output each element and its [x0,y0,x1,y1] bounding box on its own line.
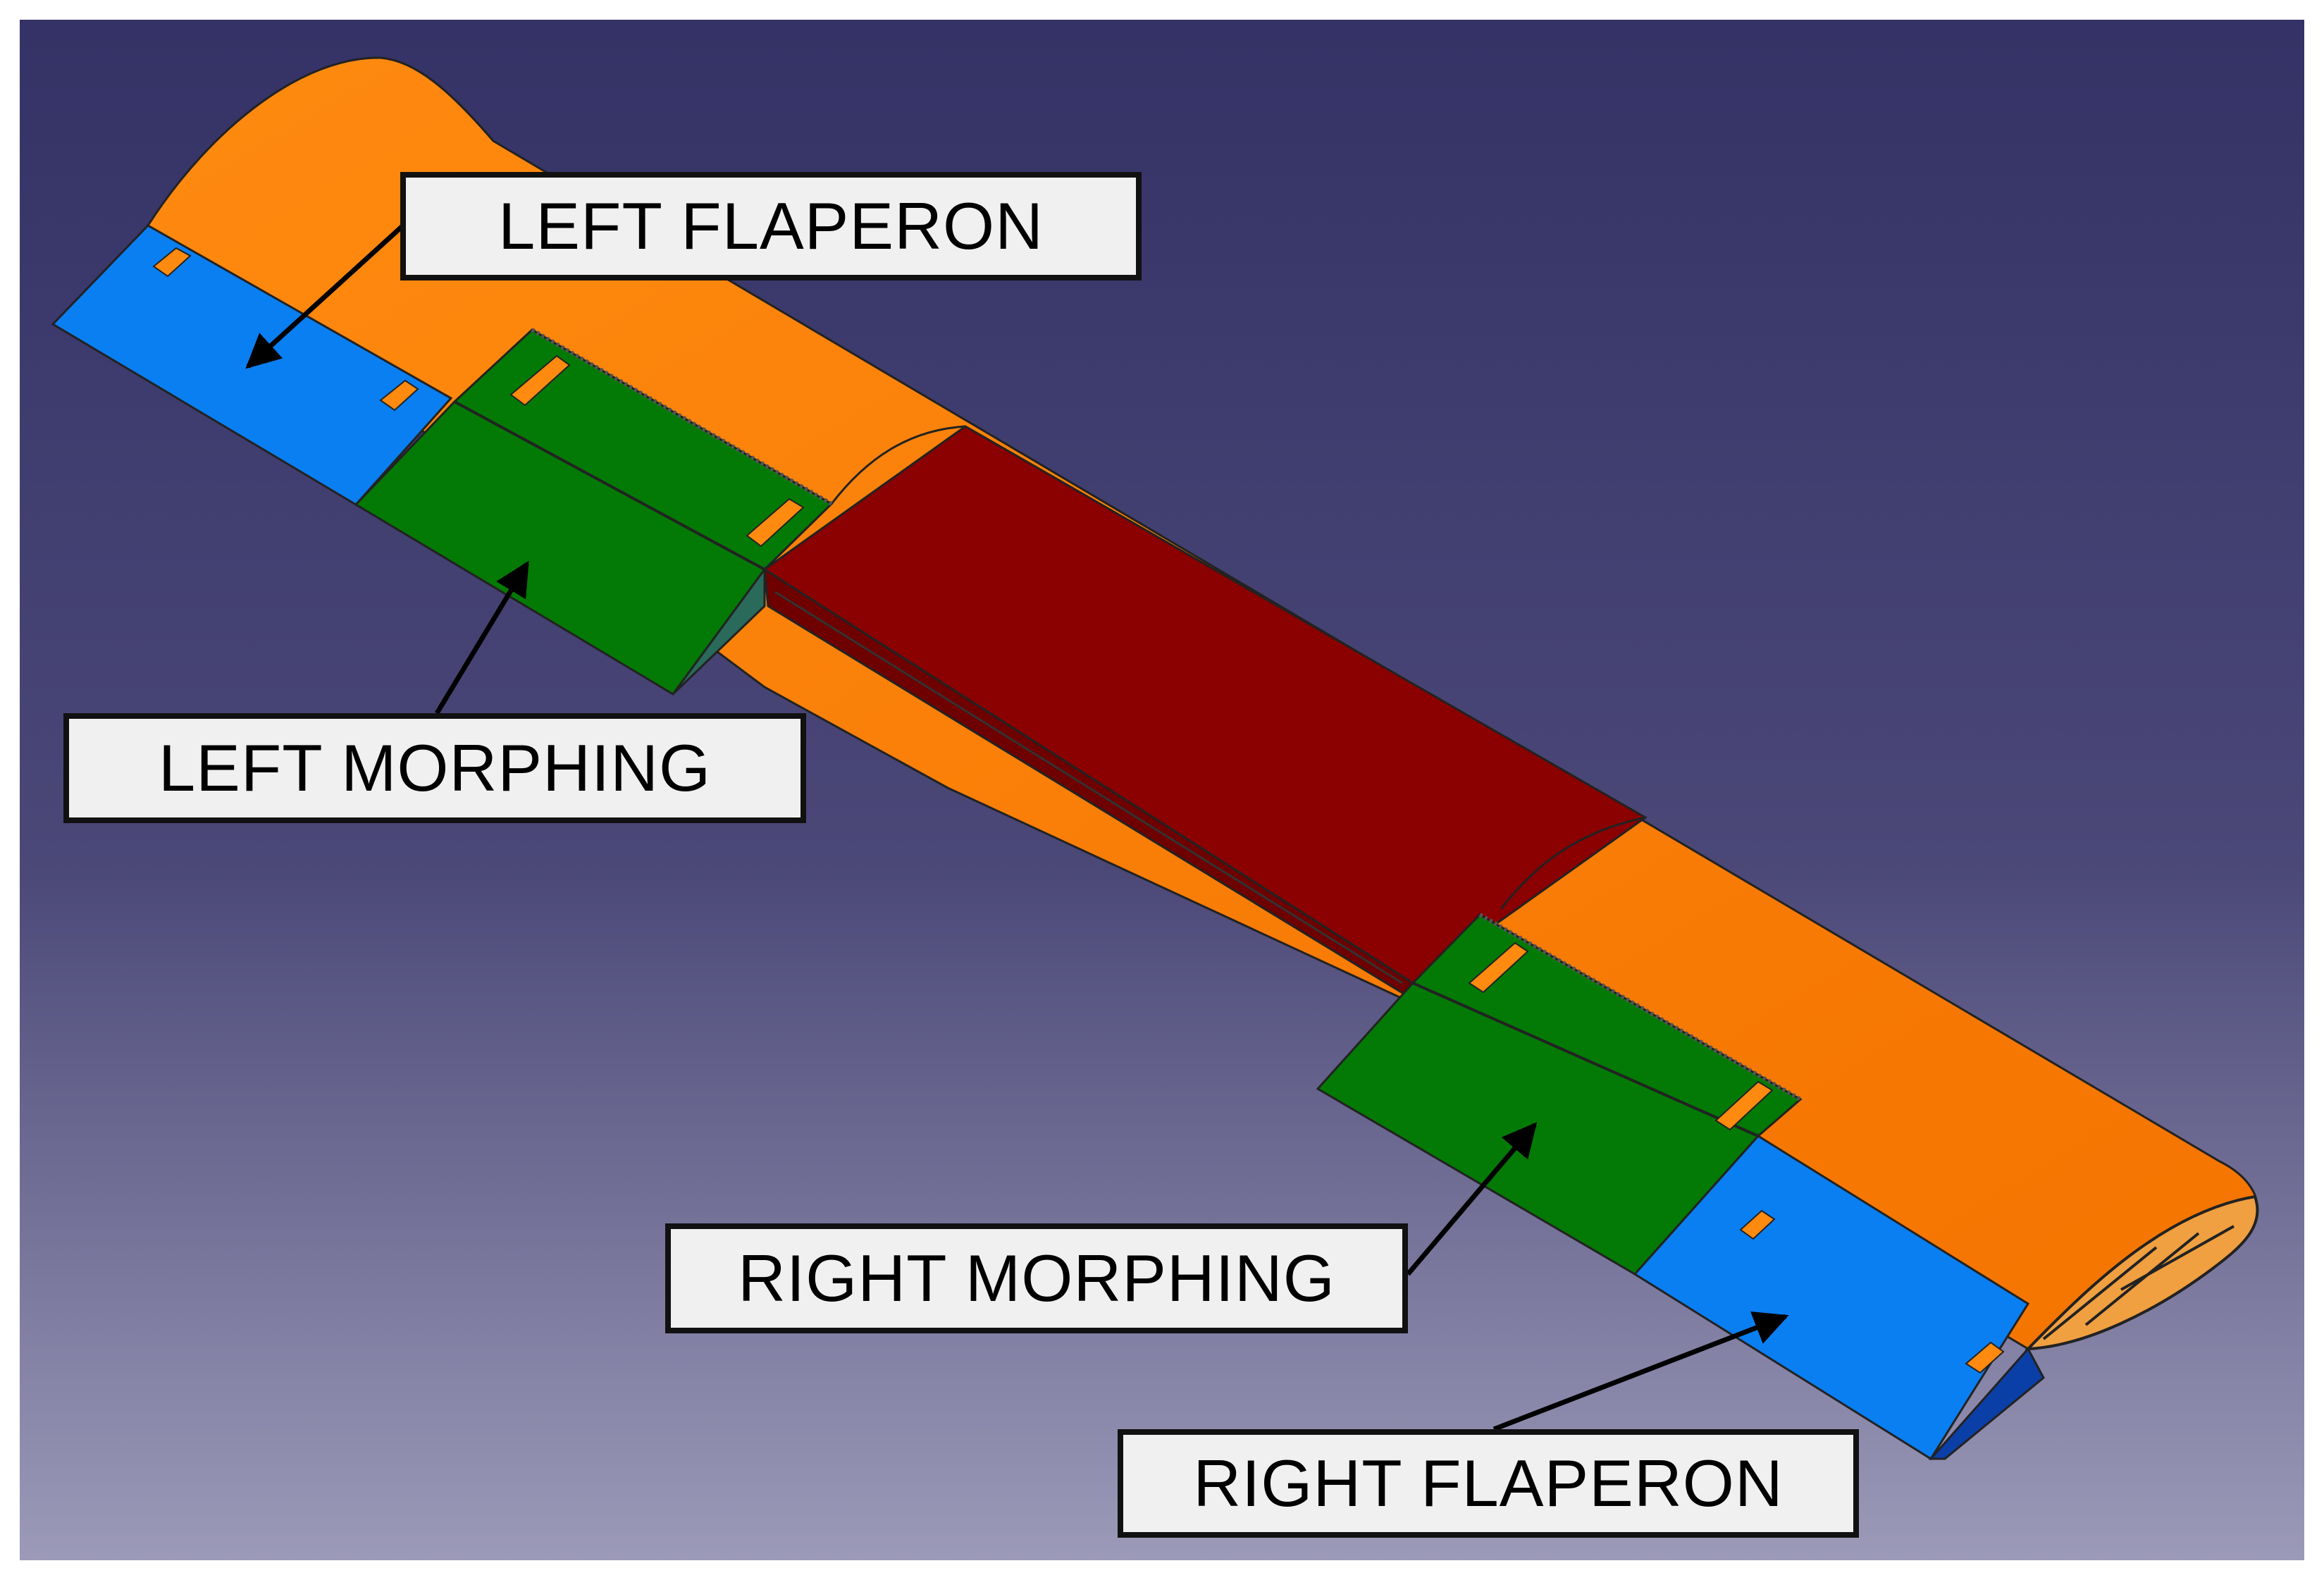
left-morphing-tab-2 [746,498,805,548]
right-flaperon-tab-2 [1965,1341,2005,1374]
right-flaperon-tab-1 [1739,1209,1776,1240]
right-flaperon-label: RIGHT FLAPERON [1118,1429,1859,1538]
wing-tip-rib [2025,1195,2259,1351]
right-flaperon [1633,1135,2030,1461]
left-flaperon-tab-2 [379,379,419,412]
center-lower-strip-line [774,591,1403,985]
right-morphing-tab-1 [1468,942,1529,994]
right-skin-seam [1500,816,1646,910]
left-morphing-side-wedge [672,566,766,696]
left-morphing-leader [435,560,529,715]
left-flaperon-leader [245,223,405,369]
right-flaperon-tip [1928,1347,2045,1460]
wing-tip-rib-structure [2042,1225,2235,1340]
right-morphing-leader [1406,1122,1538,1276]
right-morphing-tab-2 [1714,1080,1774,1131]
left-morphing-tab-1 [509,354,571,407]
left-morphing-upper-edge [531,328,833,506]
left-morphing-label: LEFT MORPHING [63,713,806,823]
left-skin-seam [830,425,966,505]
left-flaperon-label: LEFT FLAPERON [400,172,1142,280]
right-flaperon-leader [1492,1311,1789,1432]
left-flaperon-tab-1 [152,247,192,278]
right-morphing-label: RIGHT MORPHING [665,1223,1408,1333]
left-morphing-hinge-line [454,400,765,571]
right-morphing-hinge-line [1412,982,1759,1137]
